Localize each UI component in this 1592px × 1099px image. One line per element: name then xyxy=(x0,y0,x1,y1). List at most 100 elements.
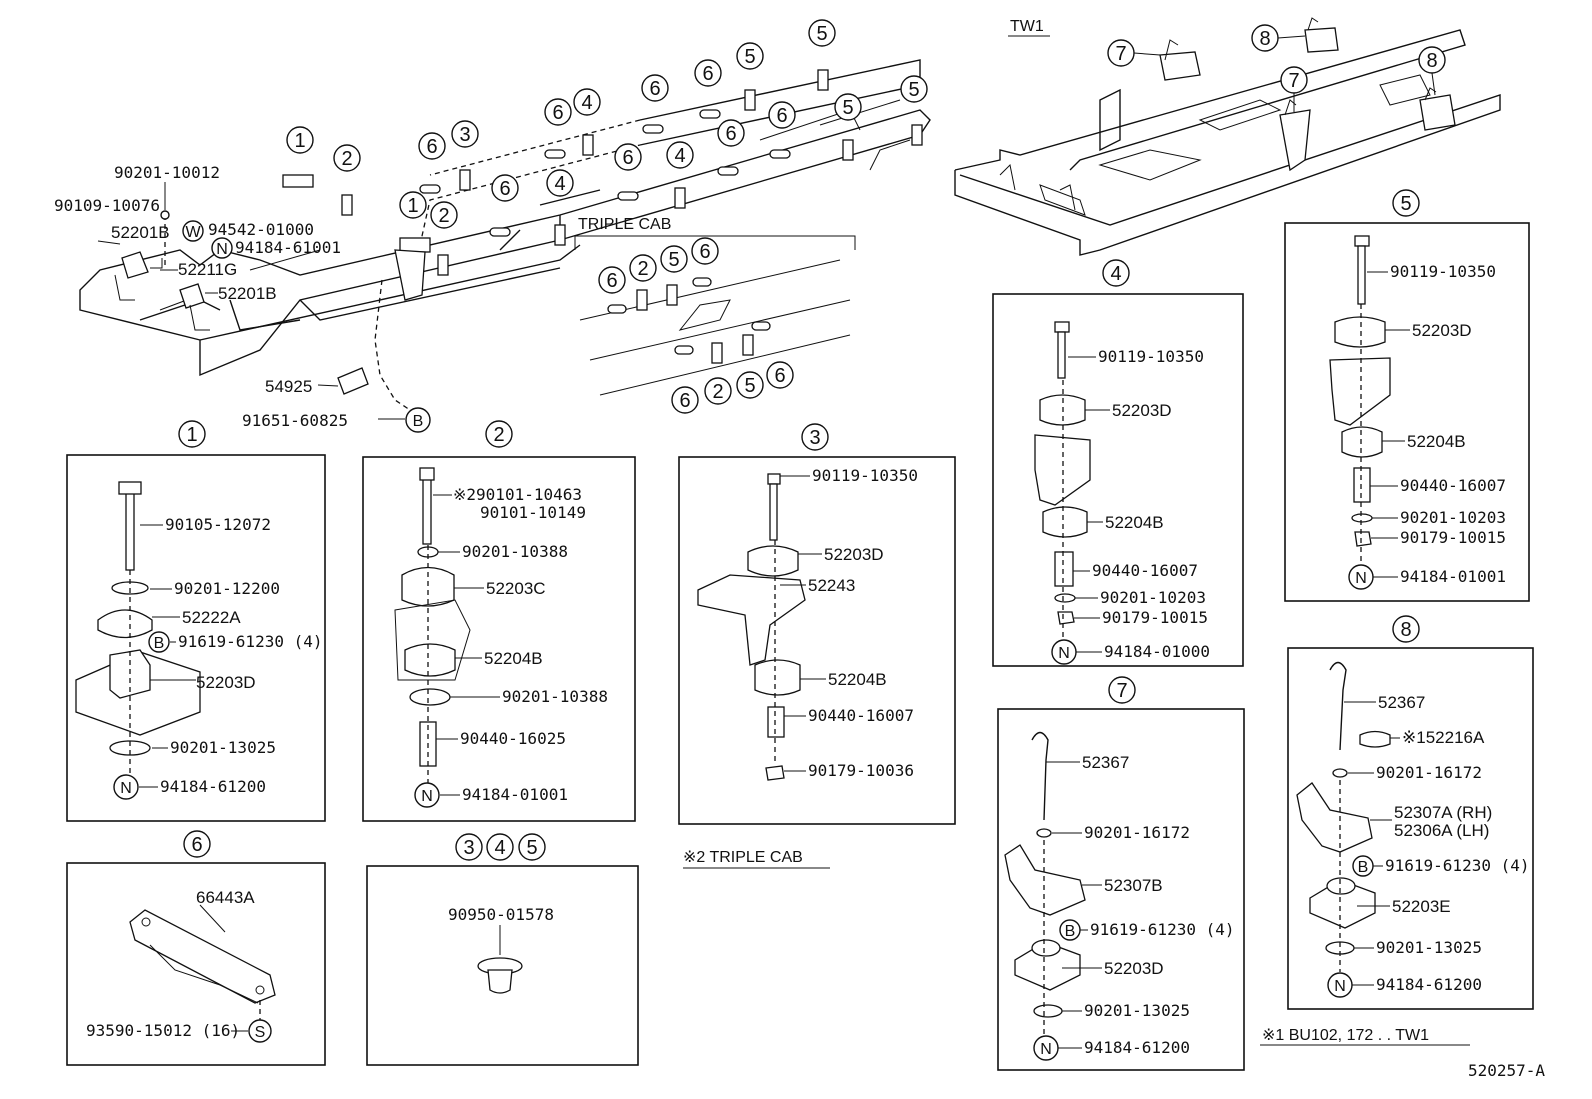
svg-text:5: 5 xyxy=(1400,193,1411,215)
svg-text:3: 3 xyxy=(809,427,820,449)
svg-text:52203D: 52203D xyxy=(1412,321,1472,340)
svg-text:52243: 52243 xyxy=(808,576,855,595)
svg-text:1: 1 xyxy=(294,130,305,152)
svg-text:90440-16007: 90440-16007 xyxy=(808,706,914,725)
svg-text:90119-10350: 90119-10350 xyxy=(812,466,918,485)
overview-callouts: 1 2 6 3 1 2 6 6 4 4 6 6 4 6 6 5 6 5 5 5 … xyxy=(160,19,928,433)
svg-text:90201-13025: 90201-13025 xyxy=(1376,938,1482,957)
svg-text:1: 1 xyxy=(407,195,418,217)
svg-text:N: N xyxy=(1040,1041,1052,1058)
overview-labels: 90201-10012 90109-10076 52201B 94542-010… xyxy=(54,163,671,430)
svg-text:4: 4 xyxy=(581,92,592,114)
svg-text:※1 BU102, 172 . . TW1: ※1 BU102, 172 . . TW1 xyxy=(1262,1027,1429,1044)
svg-text:2: 2 xyxy=(493,424,504,446)
svg-text:94184-01001: 94184-01001 xyxy=(462,785,568,804)
svg-text:6: 6 xyxy=(552,102,563,124)
detail-1-box: 1 N B 90105-12072 90201-12200 52222A 916… xyxy=(66,420,326,822)
svg-text:52203D: 52203D xyxy=(824,545,884,564)
svg-text:6: 6 xyxy=(649,78,660,100)
svg-text:94184-61200: 94184-61200 xyxy=(1376,975,1482,994)
svg-text:52367: 52367 xyxy=(1378,693,1425,712)
svg-text:52201B: 52201B xyxy=(111,223,170,242)
svg-text:94184-61200: 94184-61200 xyxy=(1084,1038,1190,1057)
svg-text:90179-10015: 90179-10015 xyxy=(1400,528,1506,547)
svg-text:1: 1 xyxy=(186,424,197,446)
svg-text:6: 6 xyxy=(725,123,736,145)
svg-text:4: 4 xyxy=(494,837,505,859)
svg-text:90950-01578: 90950-01578 xyxy=(448,905,554,924)
svg-text:90201-10388: 90201-10388 xyxy=(462,542,568,561)
svg-text:6: 6 xyxy=(622,147,633,169)
svg-text:90105-12072: 90105-12072 xyxy=(165,515,271,534)
svg-text:6: 6 xyxy=(774,365,785,387)
svg-text:90201-16172: 90201-16172 xyxy=(1084,823,1190,842)
detail-6-box: 6 66443A S 93590-15012 (16) xyxy=(66,830,326,1066)
svg-text:90179-10036: 90179-10036 xyxy=(808,761,914,780)
svg-text:94184-01001: 94184-01001 xyxy=(1400,567,1506,586)
svg-text:90440-16025: 90440-16025 xyxy=(460,729,566,748)
svg-text:54925: 54925 xyxy=(265,377,312,396)
svg-text:90119-10350: 90119-10350 xyxy=(1098,347,1204,366)
svg-text:90201-16172: 90201-16172 xyxy=(1376,763,1482,782)
svg-text:91619-61230 (4): 91619-61230 (4) xyxy=(1385,856,1530,875)
svg-text:90201-10388: 90201-10388 xyxy=(502,687,608,706)
svg-text:6: 6 xyxy=(426,136,437,158)
svg-text:5: 5 xyxy=(908,79,919,101)
svg-text:B: B xyxy=(154,635,165,652)
svg-text:91619-61230 (4): 91619-61230 (4) xyxy=(1090,920,1235,939)
svg-text:TW1: TW1 xyxy=(1010,18,1044,35)
svg-text:90440-16007: 90440-16007 xyxy=(1400,476,1506,495)
svg-text:90201-10203: 90201-10203 xyxy=(1400,508,1506,527)
detail-2-box: 2 N ※290101-10463 90101-10149 90201-1038… xyxy=(362,420,636,822)
detail-3-box: 3 90119-10350 52203D 52243 52204B 90440-… xyxy=(678,423,956,869)
footer-notes: ※1 BU102, 172 . . TW1 520257-A xyxy=(1260,1027,1545,1080)
svg-text:93590-15012 (16): 93590-15012 (16) xyxy=(86,1021,240,1040)
svg-text:52367: 52367 xyxy=(1082,753,1129,772)
svg-text:※2 TRIPLE CAB: ※2 TRIPLE CAB xyxy=(683,849,803,866)
svg-text:S: S xyxy=(255,1024,266,1041)
doc-number: 520257-A xyxy=(1468,1061,1545,1080)
detail-4-box: 4 N 90119-10350 52203D 52204B 90440-1600… xyxy=(992,259,1244,667)
svg-text:5: 5 xyxy=(668,249,679,271)
svg-text:4: 4 xyxy=(674,145,685,167)
svg-text:94184-61001: 94184-61001 xyxy=(235,238,341,257)
svg-text:N: N xyxy=(1058,645,1070,662)
main-frame-drawing xyxy=(79,59,931,420)
svg-text:8: 8 xyxy=(1259,28,1270,50)
svg-text:※290101-10463: ※290101-10463 xyxy=(453,485,582,504)
svg-text:5: 5 xyxy=(526,837,537,859)
svg-text:52307A (RH): 52307A (RH) xyxy=(1394,803,1492,822)
svg-text:6: 6 xyxy=(499,178,510,200)
detail-345-box: 3 4 5 90950-01578 xyxy=(366,833,639,1066)
svg-text:91651-60825: 91651-60825 xyxy=(242,411,348,430)
svg-text:N: N xyxy=(120,780,132,797)
svg-text:90201-10012: 90201-10012 xyxy=(114,163,220,182)
detail-7-box: 7 N B 52367 90201-16172 52307B 91619-612… xyxy=(997,676,1245,1071)
svg-text:6: 6 xyxy=(776,105,787,127)
svg-text:8: 8 xyxy=(1400,619,1411,641)
svg-text:N: N xyxy=(1355,570,1367,587)
svg-text:4: 4 xyxy=(554,173,565,195)
svg-text:94542-01000: 94542-01000 xyxy=(208,220,314,239)
svg-text:2: 2 xyxy=(712,381,723,403)
svg-text:52203D: 52203D xyxy=(196,673,256,692)
svg-text:2: 2 xyxy=(438,205,449,227)
svg-text:6: 6 xyxy=(606,270,617,292)
svg-text:N: N xyxy=(216,241,228,258)
svg-text:7: 7 xyxy=(1115,43,1126,65)
svg-text:52204B: 52204B xyxy=(1105,513,1164,532)
svg-text:52203C: 52203C xyxy=(486,579,546,598)
svg-text:52203E: 52203E xyxy=(1392,897,1451,916)
svg-text:52306A (LH): 52306A (LH) xyxy=(1394,821,1489,840)
svg-text:6: 6 xyxy=(191,834,202,856)
svg-text:6: 6 xyxy=(679,390,690,412)
svg-text:90201-13025: 90201-13025 xyxy=(1084,1001,1190,1020)
svg-text:94184-61200: 94184-61200 xyxy=(160,777,266,796)
svg-text:5: 5 xyxy=(744,46,755,68)
svg-text:52204B: 52204B xyxy=(484,649,543,668)
svg-text:※152216A: ※152216A xyxy=(1402,728,1485,747)
svg-text:3: 3 xyxy=(459,124,470,146)
svg-text:52203D: 52203D xyxy=(1112,401,1172,420)
svg-text:4: 4 xyxy=(1110,263,1121,285)
